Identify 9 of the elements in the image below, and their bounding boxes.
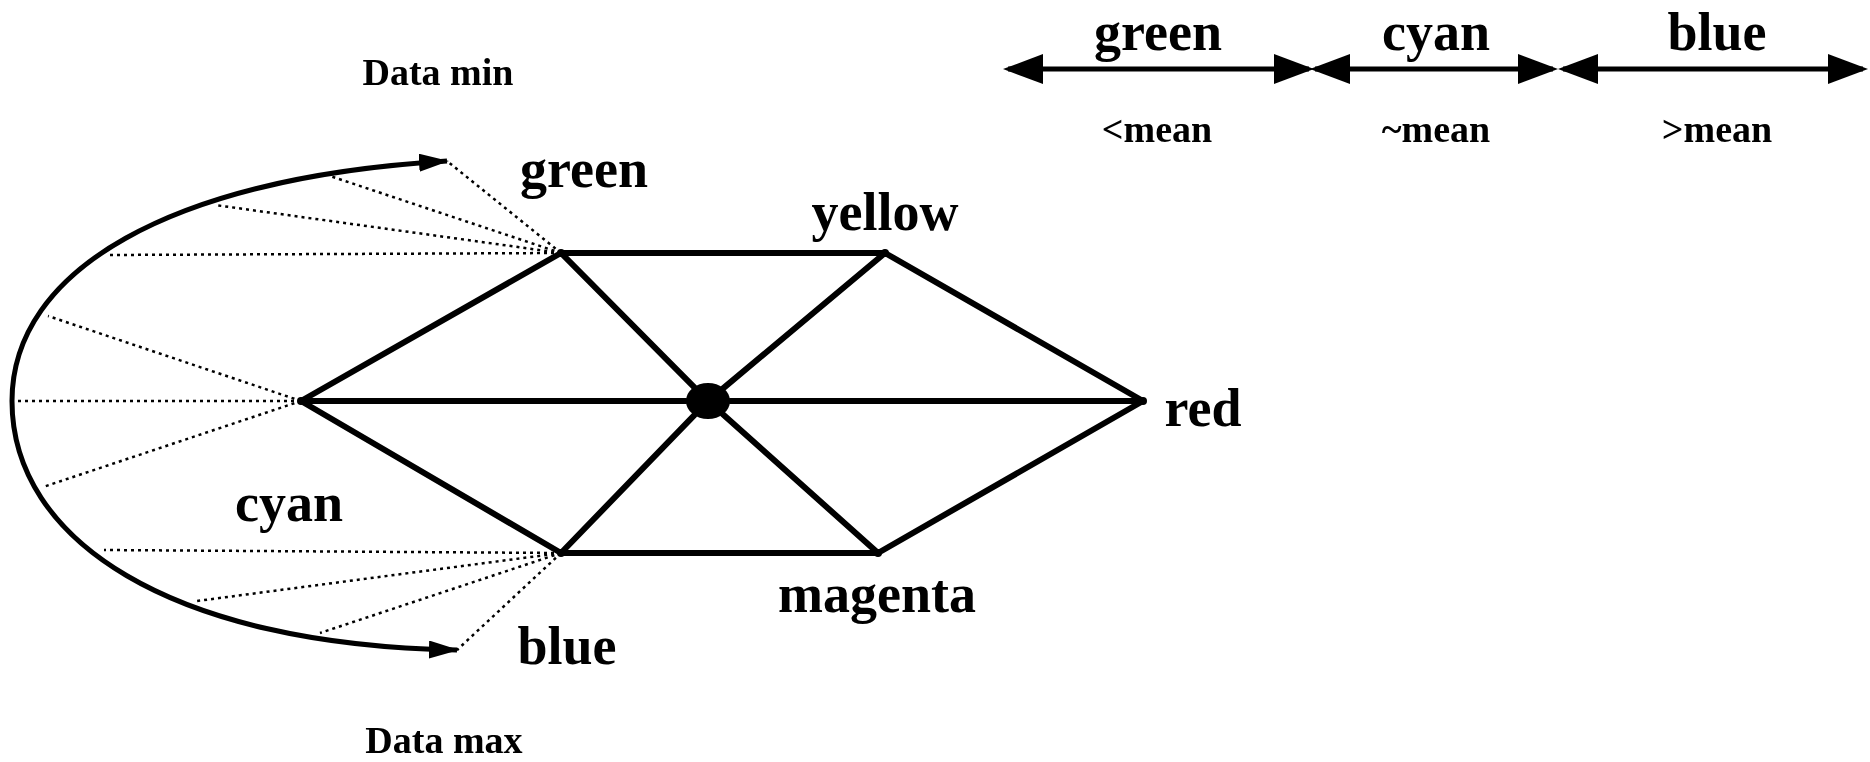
vertex-label: blue bbox=[517, 619, 617, 673]
vertex-label: red bbox=[1164, 381, 1242, 435]
axis-label: Data max bbox=[365, 721, 523, 759]
range-label: >mean bbox=[1661, 110, 1773, 148]
arrow-label: blue bbox=[1667, 5, 1767, 59]
range-label: ~mean bbox=[1381, 110, 1491, 148]
center-dot bbox=[686, 383, 730, 419]
axis-label: Data min bbox=[362, 53, 514, 91]
range-label: <mean bbox=[1101, 110, 1213, 148]
